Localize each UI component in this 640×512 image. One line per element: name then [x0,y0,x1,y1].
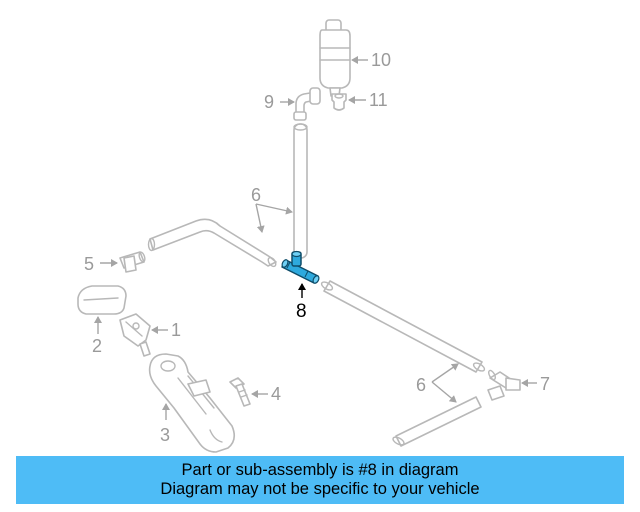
hose-left-part-6[interactable] [147,218,278,268]
washer-pump-part-10[interactable] [319,19,351,97]
bolt-part-4[interactable] [229,377,251,407]
banner-line-2: Diagram may not be specific to your vehi… [160,480,480,498]
callout-9: 9 [264,92,274,112]
leader-6b-1 [431,363,459,383]
callout-8: 8 [296,301,307,322]
cover-cap-part-2[interactable] [77,285,127,315]
nozzle-bracket-part-1[interactable] [119,313,151,357]
banner-line-1: Part or sub-assembly is #8 in diagram [181,461,459,479]
callout-2: 2 [92,336,102,356]
callout-7: 7 [540,374,550,394]
callout-10: 10 [371,50,391,70]
leader-6a-2 [255,203,265,233]
jet-arm-part-3[interactable] [148,353,236,453]
info-banner: Part or sub-assembly is #8 in diagram Di… [16,456,624,504]
callout-6-lower: 6 [416,375,426,395]
callout-4: 4 [271,384,281,404]
t-connector-part-8[interactable] [281,250,320,285]
elbow-connector-part-7[interactable] [487,369,521,401]
callout-11: 11 [369,90,388,110]
callout-1: 1 [171,320,181,340]
leader-6b-2 [431,381,457,403]
callout-5: 5 [84,254,94,274]
hose-lower-part-6[interactable] [392,396,482,447]
leader-6a-1 [255,203,293,215]
hose-right-part-6[interactable] [320,280,486,373]
connector-part-5[interactable] [119,251,146,273]
elbow-connector-part-9[interactable] [293,87,321,121]
hose-upper-part-6[interactable] [293,123,308,259]
callout-6-upper: 6 [251,185,261,205]
callout-3: 3 [160,425,170,445]
grommet-part-11[interactable] [331,93,347,111]
